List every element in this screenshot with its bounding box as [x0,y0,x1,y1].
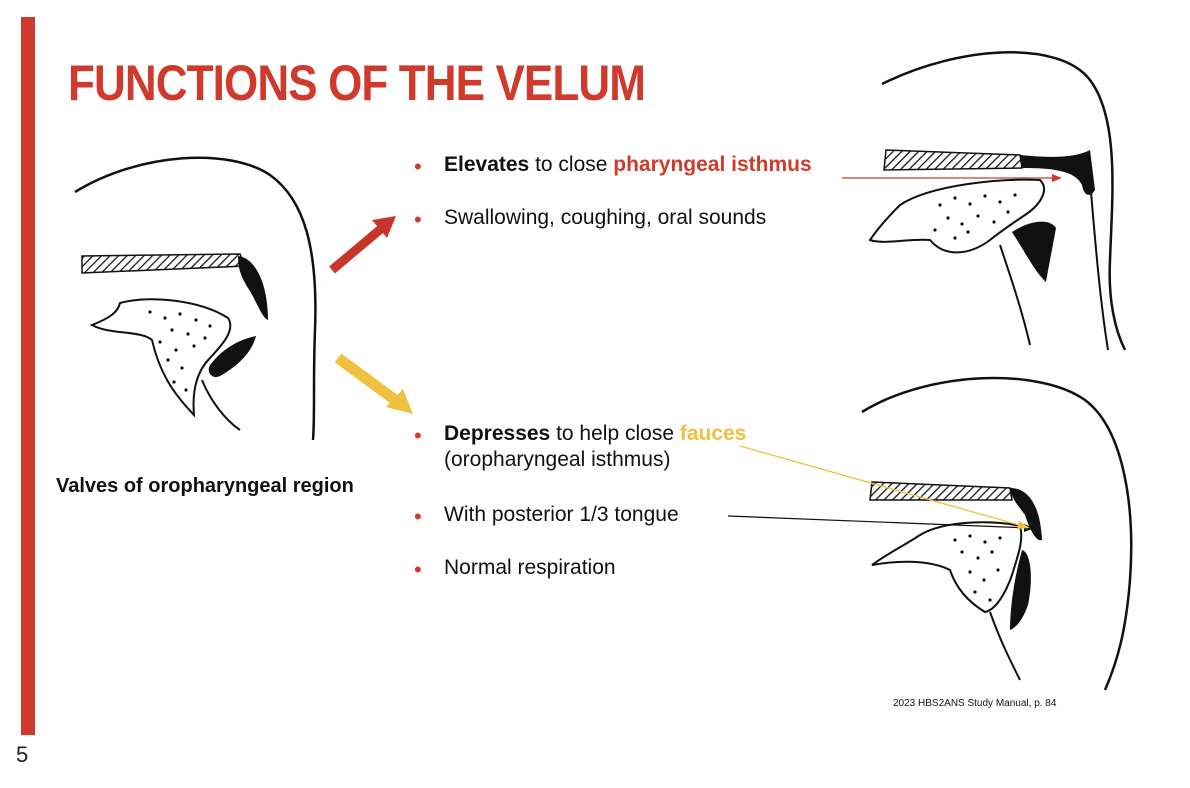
bullet-dot-icon: • [414,557,422,582]
bullet-lead: Depresses [444,422,551,445]
bullet-text: Swallowing, coughing, oral sounds [444,206,767,229]
arrow-down-right-icon [334,353,413,414]
bullet-line2: (oropharyngeal isthmus) [444,448,671,471]
diagram-depressed-velum [727,376,1133,691]
bullet-text: to close [529,153,614,176]
diagram-elevated-velum [842,51,1127,351]
diagram-resting-velum [74,156,317,441]
bullet-dot-icon: • [414,154,422,179]
highlight-pharyngeal-isthmus: pharyngeal isthmus [613,153,812,176]
bullet-text: Normal respiration [444,556,616,579]
bullet-text: to help close [550,422,680,445]
bullet-lead: Elevates [444,153,530,176]
bullet-dot-icon: • [414,207,422,232]
accent-bar [21,17,35,735]
arrow-up-right-icon [329,216,396,274]
highlight-fauces: fauces [679,422,747,445]
slide-title: FUNCTIONS OF THE VELUM [68,55,646,111]
bullet-dot-icon: • [414,423,422,448]
bullet-text: With posterior 1/3 tongue [444,503,679,526]
citation: 2023 HBS2ANS Study Manual, p. 84 [893,698,1057,709]
diagram-caption: Valves of oropharyngeal region [56,475,354,497]
bullet-dot-icon: • [414,504,422,529]
slide-number: 5 [16,742,29,767]
